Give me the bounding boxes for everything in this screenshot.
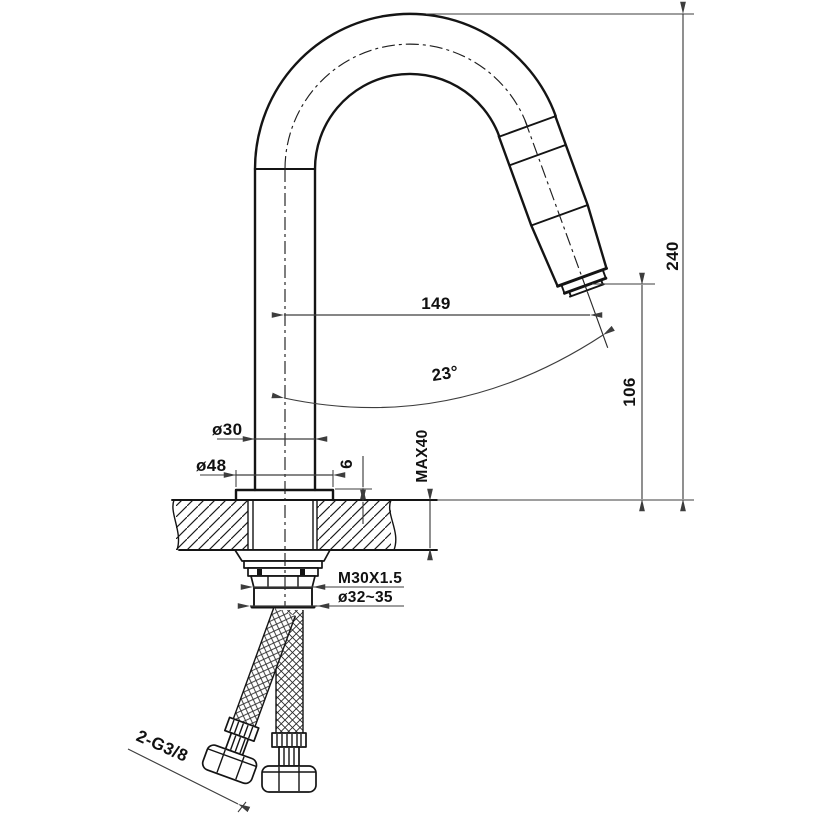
- dimension-label-hole-diameter: ø32~35: [338, 589, 393, 606]
- threaded-shank-edges: [253, 587, 313, 607]
- break-line-left: [172, 499, 180, 551]
- dimension-base-diameter: ø48: [196, 456, 346, 487]
- neck-ribs: [229, 735, 246, 754]
- ferrule-ribs: [276, 734, 302, 746]
- gooseneck-outer-arc: [253, 12, 557, 171]
- supply-hoses: [201, 607, 317, 793]
- dimension-spout-reach: 149: [271, 294, 603, 318]
- dimension-max-deck-thickness: MAX40: [414, 429, 433, 561]
- dimension-label-overall-height: 240: [663, 241, 682, 271]
- countertop-hatch-left: [176, 500, 248, 550]
- mounting-hardware: [234, 549, 331, 609]
- dimension-hole-diameter: ø32~35: [237, 589, 404, 609]
- dimension-mounting-thread: M30X1.5: [240, 570, 404, 590]
- spout-axis-extension: [586, 291, 609, 348]
- dimension-label-spout-angle: 23°: [430, 362, 460, 385]
- shank-through-counter: [252, 500, 314, 550]
- dimension-spout-tip-height: 106: [592, 272, 655, 512]
- neck-ribs: [283, 748, 295, 765]
- countertop-hatch-right: [317, 500, 391, 550]
- dimension-label-max-deck-thickness: MAX40: [414, 429, 431, 482]
- gooseneck-inner-arc: [313, 72, 501, 171]
- hose-hex-nut: [201, 744, 258, 785]
- ring-slot-right: [300, 569, 305, 575]
- hose-angled: [201, 607, 296, 785]
- break-line-right: [388, 499, 397, 551]
- dimension-label-hose-thread: 2-G3/8: [134, 726, 191, 765]
- faucet-body: [234, 12, 609, 550]
- spacer-ring: [243, 560, 323, 569]
- dimension-label-mounting-thread: M30X1.5: [338, 570, 402, 587]
- dimension-flange-thickness: 6: [335, 456, 372, 524]
- leader-end-tick: [237, 801, 247, 813]
- ring-slot-left: [257, 569, 262, 575]
- spout-assembly: [497, 114, 609, 348]
- hose-edges: [232, 607, 296, 727]
- ferrule-ribs: [229, 719, 254, 739]
- aerator-collar-top: [556, 266, 608, 288]
- dimensions: 240 106 149 23° ø30 ø48: [127, 1, 694, 813]
- locking-nut: [250, 575, 316, 589]
- spout-centerline: [524, 120, 588, 292]
- countertop-section: [171, 499, 694, 551]
- dimension-label-spout-tip-height: 106: [620, 377, 639, 407]
- spout-edges: [497, 114, 608, 288]
- leader-line-hose-thread: [127, 748, 251, 813]
- hose-hex-nut: [261, 765, 317, 793]
- hex-nut-facets: [207, 748, 257, 780]
- gooseneck-centerline: [284, 43, 528, 170]
- dimension-label-flange-thickness: 6: [337, 459, 356, 469]
- hex-nut-facets: [262, 767, 316, 791]
- dimension-overall-height: 240: [426, 1, 694, 512]
- dimension-body-diameter: ø30: [212, 420, 328, 442]
- dimension-spout-angle: 23°: [271, 325, 615, 409]
- hose-braid: [233, 607, 296, 727]
- angle-arc-23: [271, 325, 615, 409]
- dimension-label-base-diameter: ø48: [196, 456, 227, 475]
- dimension-label-body-diameter: ø30: [212, 420, 243, 439]
- friction-washer: [234, 549, 331, 562]
- mounting-hole-edges: [247, 500, 318, 550]
- dimension-label-spout-reach: 149: [421, 294, 451, 313]
